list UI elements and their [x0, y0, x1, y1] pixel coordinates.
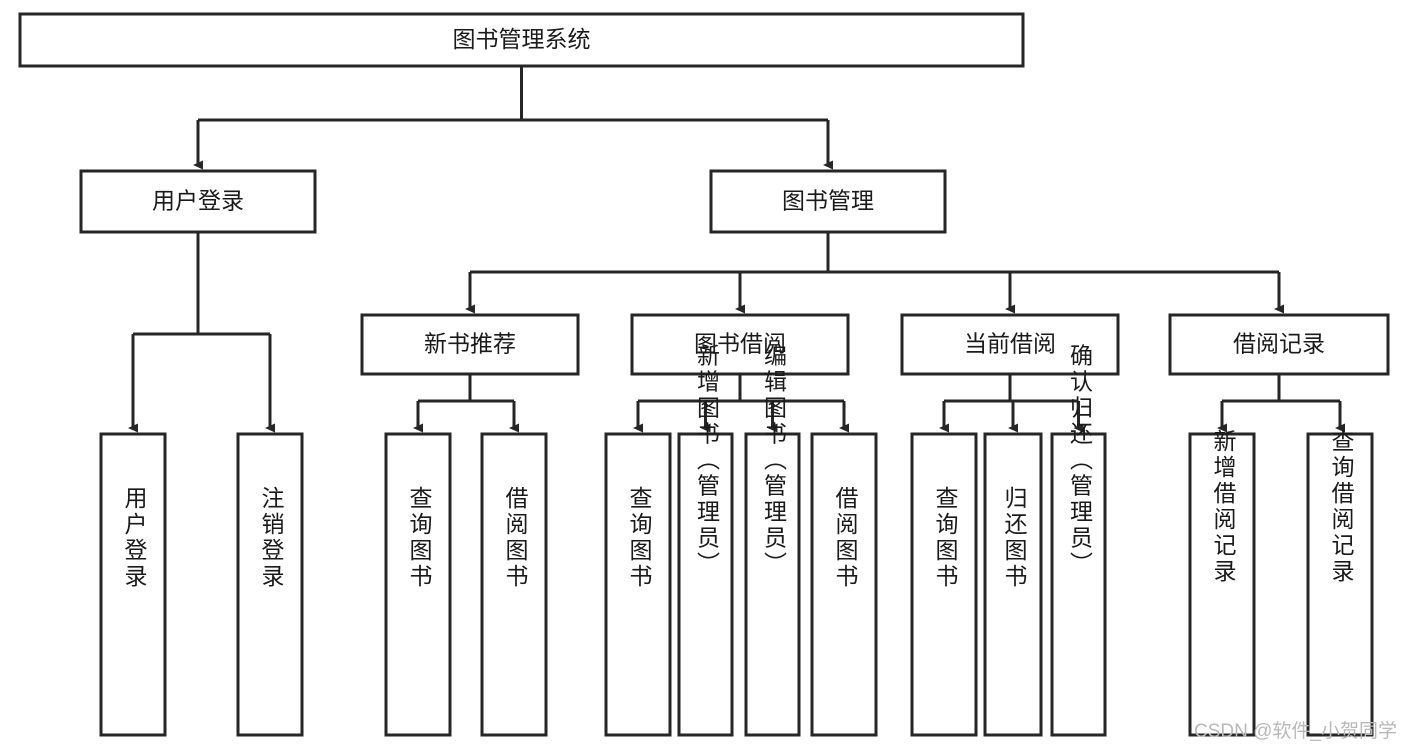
node-box-leaf-confirm-return — [1050, 432, 1107, 737]
node-current-borrow[interactable]: 当前借阅 — [900, 313, 1120, 376]
node-label-book-manage: 图书管理 — [782, 188, 874, 214]
node-leaf-user-login[interactable]: 用户登录 — [99, 432, 167, 737]
node-label-leaf-borrow-book-1: 借阅图书 — [502, 486, 529, 590]
node-box-leaf-query-record — [1306, 432, 1374, 737]
node-leaf-add-record[interactable]: 新增借阅记录 — [1188, 429, 1256, 737]
node-label-new-book-recommend: 新书推荐 — [424, 331, 516, 357]
node-label-root: 图书管理系统 — [453, 26, 591, 52]
node-user-login[interactable]: 用户登录 — [79, 169, 317, 234]
node-book-manage[interactable]: 图书管理 — [709, 169, 947, 234]
node-borrow-record[interactable]: 借阅记录 — [1168, 313, 1390, 376]
node-label-leaf-query-record: 查询借阅记录 — [1328, 429, 1355, 585]
node-root[interactable]: 图书管理系统 — [18, 12, 1025, 68]
node-box-user-login — [79, 169, 317, 234]
node-new-book-recommend[interactable]: 新书推荐 — [360, 313, 580, 376]
node-box-leaf-query-book-1 — [384, 432, 452, 737]
node-box-borrow-record — [1168, 313, 1390, 376]
node-box-leaf-user-login — [99, 432, 167, 737]
node-box-root — [18, 12, 1025, 68]
node-leaf-confirm-return[interactable]: 确认归还（管理员） — [1050, 344, 1107, 737]
node-leaf-add-book[interactable]: 新增图书（管理员） — [677, 344, 734, 737]
node-leaf-return-book[interactable]: 归还图书 — [983, 432, 1043, 737]
node-label-leaf-query-book-1: 查询图书 — [406, 486, 433, 590]
node-label-borrow-record: 借阅记录 — [1233, 331, 1325, 357]
node-label-leaf-add-book: 新增图书（管理员） — [694, 344, 721, 578]
node-label-leaf-user-login: 用户登录 — [121, 486, 148, 590]
node-label-leaf-query-book-3: 查询图书 — [932, 486, 959, 590]
node-leaf-borrow-book-2[interactable]: 借阅图书 — [810, 432, 878, 737]
node-label-book-borrow: 图书借阅 — [694, 331, 786, 357]
node-box-book-borrow — [630, 313, 850, 376]
node-box-leaf-borrow-book-1 — [480, 432, 548, 737]
node-leaf-query-record[interactable]: 查询借阅记录 — [1306, 429, 1374, 737]
node-leaf-borrow-book-1[interactable]: 借阅图书 — [480, 432, 548, 737]
node-label-leaf-confirm-return: 确认归还（管理员） — [1067, 344, 1094, 578]
node-box-leaf-edit-book — [744, 432, 801, 737]
node-leaf-query-book-3[interactable]: 查询图书 — [910, 432, 978, 737]
nodes-layer: 图书管理系统用户登录图书管理新书推荐图书借阅当前借阅借阅记录用户登录注销登录查询… — [18, 12, 1390, 737]
node-label-leaf-borrow-book-2: 借阅图书 — [832, 486, 859, 590]
node-box-leaf-add-book — [677, 432, 734, 737]
node-label-user-login: 用户登录 — [152, 188, 244, 214]
node-leaf-logout[interactable]: 注销登录 — [236, 432, 304, 737]
node-book-borrow[interactable]: 图书借阅 — [630, 313, 850, 376]
node-box-leaf-query-book-2 — [604, 432, 672, 737]
node-label-leaf-edit-book: 编辑图书（管理员） — [761, 344, 788, 578]
node-box-leaf-borrow-book-2 — [810, 432, 878, 737]
node-box-leaf-return-book — [983, 432, 1043, 737]
connectors-layer — [128, 66, 1345, 433]
node-box-leaf-query-book-3 — [910, 432, 978, 737]
node-label-leaf-return-book: 归还图书 — [1001, 486, 1028, 590]
node-leaf-edit-book[interactable]: 编辑图书（管理员） — [744, 344, 801, 737]
node-leaf-query-book-1[interactable]: 查询图书 — [384, 432, 452, 737]
node-box-leaf-add-record — [1188, 432, 1256, 737]
node-label-current-borrow: 当前借阅 — [964, 331, 1056, 357]
node-leaf-query-book-2[interactable]: 查询图书 — [604, 432, 672, 737]
node-box-new-book-recommend — [360, 313, 580, 376]
node-label-leaf-logout: 注销登录 — [258, 486, 285, 590]
node-label-leaf-query-book-2: 查询图书 — [626, 486, 653, 590]
node-box-leaf-logout — [236, 432, 304, 737]
node-label-leaf-add-record: 新增借阅记录 — [1210, 429, 1237, 585]
node-box-book-manage — [709, 169, 947, 234]
node-box-current-borrow — [900, 313, 1120, 376]
